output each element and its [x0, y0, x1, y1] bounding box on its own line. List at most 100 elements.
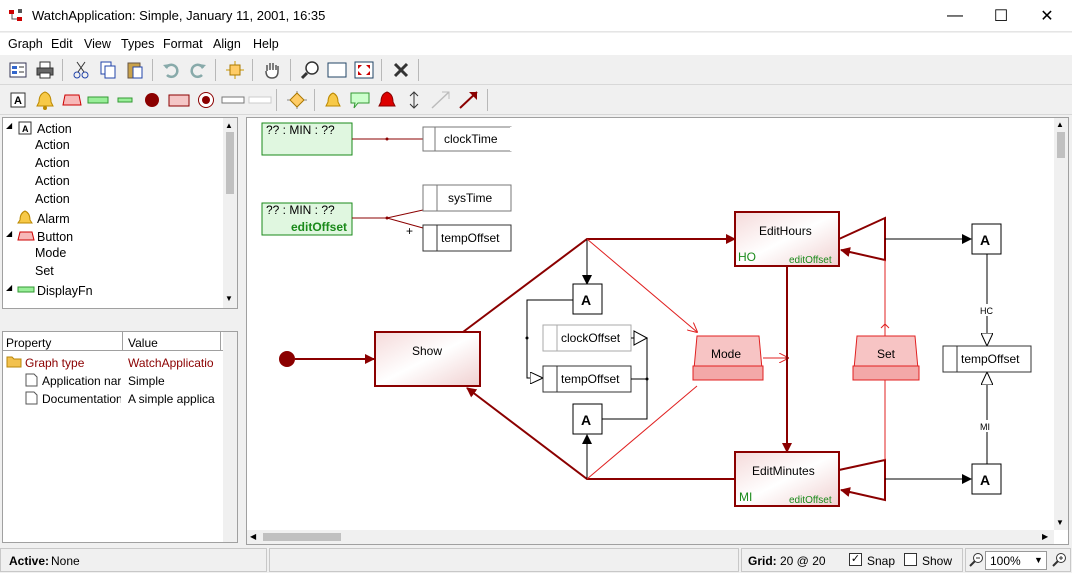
property-scrollbar[interactable] [223, 332, 237, 542]
menu-types[interactable]: Types [121, 37, 155, 51]
menu-edit[interactable]: Edit [51, 37, 73, 51]
menu-bar: Graph Edit View Types Format Align Help [0, 33, 1072, 55]
redo-icon[interactable] [186, 58, 210, 82]
tree-item-set[interactable]: Set [35, 264, 54, 278]
scroll-down-icon[interactable]: ▼ [225, 294, 233, 303]
tree-scrollbar[interactable]: ▲ ▼ [223, 118, 237, 308]
state-edithours[interactable]: EditHours editOffset HO [734, 211, 840, 267]
title-bar: WatchApplication: Simple, January 11, 20… [0, 0, 1072, 32]
red-alarm-tool-icon[interactable] [375, 88, 399, 112]
display-tool-icon[interactable] [86, 88, 110, 112]
button-set[interactable]: Set [852, 335, 920, 381]
cut-icon[interactable] [69, 58, 93, 82]
diagram-canvas[interactable]: ?? : MIN : ?? clockTime ?? : MIN : ?? ed… [246, 117, 1069, 545]
tree-item-mode[interactable]: Mode [35, 246, 67, 260]
canvas-vertical-scrollbar[interactable]: ▲ ▼ [1054, 118, 1068, 530]
action-a-right-bottom[interactable]: A [971, 463, 1002, 495]
scroll-up-icon[interactable]: ▲ [225, 121, 233, 130]
small-display-tool-icon[interactable] [113, 88, 137, 112]
tree-item-action-2[interactable]: Action [35, 156, 70, 170]
folder-icon [6, 356, 22, 368]
zoom-status: 100% ▼ [965, 548, 1071, 572]
variable-tempoffset-top[interactable]: tempOffset [422, 224, 512, 252]
svg-text:sysTime: sysTime [448, 191, 493, 205]
delete-icon[interactable] [389, 58, 413, 82]
type-tree-panel: ◢ A Action Action Action Action Action A… [2, 117, 238, 309]
zoom-icon[interactable] [298, 58, 322, 82]
zoom-select[interactable]: 100% ▼ [985, 551, 1047, 570]
document-icon [25, 373, 38, 387]
align-icon[interactable] [223, 58, 247, 82]
svg-text:A: A [22, 124, 29, 134]
minimize-button[interactable]: — [932, 0, 978, 32]
tree-item-action-4[interactable]: Action [35, 192, 70, 206]
undo-icon[interactable] [159, 58, 183, 82]
variable-tool-icon[interactable] [221, 88, 245, 112]
pan-hand-icon[interactable] [260, 58, 284, 82]
menu-format[interactable]: Format [163, 37, 203, 51]
copy-icon[interactable] [96, 58, 120, 82]
print-icon[interactable] [33, 58, 57, 82]
disabled-variable-tool-icon[interactable] [248, 88, 272, 112]
menu-graph[interactable]: Graph [8, 37, 43, 51]
variable-clockoffset[interactable]: clockOffset [542, 324, 632, 352]
variable-tempoffset-right[interactable]: tempOffset [942, 345, 1032, 373]
scroll-down-icon[interactable]: ▼ [1056, 518, 1064, 527]
menu-view[interactable]: View [84, 37, 111, 51]
variable-systime[interactable]: sysTime [422, 184, 512, 212]
paste-icon[interactable] [123, 58, 147, 82]
value-column-header[interactable]: Value [128, 336, 158, 350]
properties-icon[interactable] [6, 58, 30, 82]
zoom-in-icon[interactable] [1051, 552, 1067, 568]
button-mode[interactable]: Mode [692, 335, 764, 381]
variable-clocktime[interactable]: clockTime [422, 126, 512, 152]
vertical-arrow-icon[interactable] [402, 88, 426, 112]
scroll-left-icon[interactable]: ◀ [250, 532, 257, 541]
junction-tool-icon[interactable] [285, 88, 309, 112]
snap-checkbox[interactable]: ✓ [849, 553, 862, 566]
comment-tool-icon[interactable] [348, 88, 372, 112]
dark-arrow-tool-icon[interactable] [457, 88, 481, 112]
state-show[interactable]: Show [374, 331, 481, 387]
property-row[interactable]: Documentation A simple applica [3, 389, 223, 407]
zoom-rect-icon[interactable] [325, 58, 349, 82]
fit-screen-icon[interactable] [352, 58, 376, 82]
button-tool-icon[interactable] [60, 88, 84, 112]
scroll-up-icon[interactable]: ▲ [1056, 120, 1064, 129]
alarm-transition-icon[interactable] [321, 88, 345, 112]
svg-text:?? : MIN : ??: ?? : MIN : ?? [266, 123, 335, 137]
property-row[interactable]: Application nar Simple [3, 371, 223, 389]
scroll-right-icon[interactable]: ▶ [1042, 532, 1049, 541]
action-tool-icon[interactable]: A [6, 88, 30, 112]
show-checkbox[interactable] [904, 553, 917, 566]
action-a-right-top[interactable]: A [971, 223, 1002, 255]
property-row[interactable]: Graph type WatchApplicatio [3, 353, 223, 371]
light-arrow-tool-icon[interactable] [429, 88, 453, 112]
display-editoffset[interactable]: ?? : MIN : ?? editOffset [261, 202, 353, 236]
tree-scroll-thumb[interactable] [226, 132, 234, 194]
action-a-bottom[interactable]: A [572, 403, 603, 435]
zoom-out-icon[interactable] [968, 552, 984, 568]
action-a-top[interactable]: A [572, 283, 603, 315]
svg-text:editOffset: editOffset [789, 495, 832, 506]
state-tool-icon[interactable] [167, 88, 191, 112]
menu-help[interactable]: Help [253, 37, 279, 51]
property-column-header[interactable]: Property [6, 336, 52, 350]
maximize-button[interactable]: ☐ [978, 0, 1024, 32]
initial-state-tool-icon[interactable] [140, 88, 164, 112]
canvas-v-thumb[interactable] [1057, 132, 1065, 158]
final-state-tool-icon[interactable] [194, 88, 218, 112]
canvas-horizontal-scrollbar[interactable]: ◀ ▶ [247, 530, 1054, 544]
minimize-icon: — [947, 7, 963, 24]
close-button[interactable]: ✕ [1024, 0, 1070, 32]
variable-tempoffset-mid[interactable]: tempOffset [542, 365, 632, 393]
initial-state[interactable] [279, 351, 295, 367]
menu-align[interactable]: Align [213, 37, 241, 51]
display-clock[interactable]: ?? : MIN : ?? [261, 122, 353, 156]
canvas-h-thumb[interactable] [263, 533, 341, 541]
tree-item-action-1[interactable]: Action [35, 138, 70, 152]
svg-text:HO: HO [738, 250, 756, 264]
state-editminutes[interactable]: EditMinutes editOffset MI [734, 451, 840, 507]
alarm-tool-icon[interactable] [33, 88, 57, 112]
tree-item-action-3[interactable]: Action [35, 174, 70, 188]
